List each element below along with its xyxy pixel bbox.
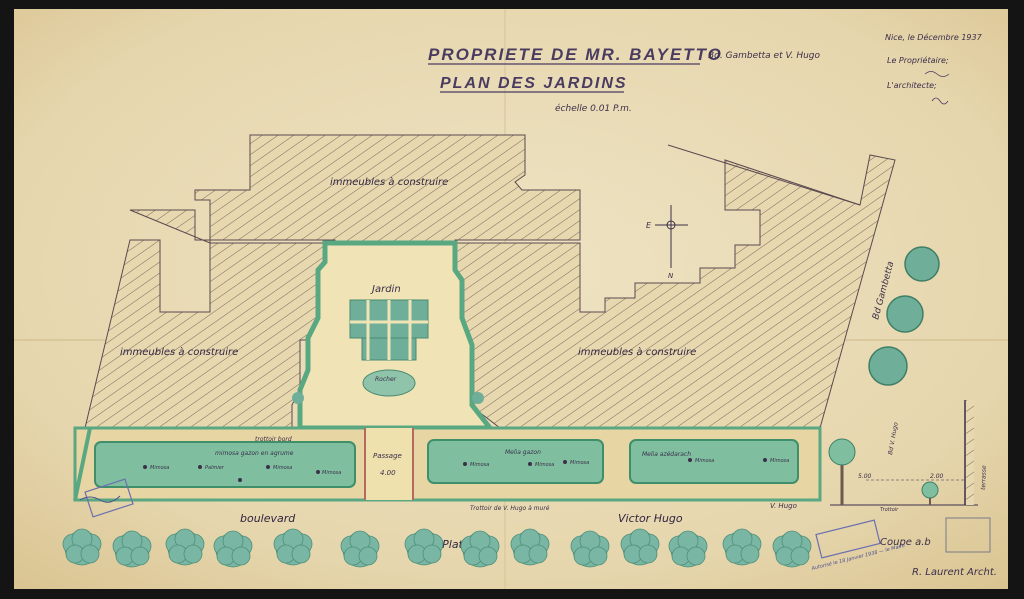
street-trees (62, 528, 812, 568)
bed-left-text: mimosa gazon en agrume (215, 450, 294, 457)
tree-platane (165, 528, 205, 566)
tree-platane (62, 528, 102, 566)
marker-label: Mimosa (695, 458, 714, 464)
label-trottoir-left: trottoir bord (255, 436, 292, 443)
tree-platane (668, 530, 708, 568)
signature-date: Nice, le Décembre 1937 (885, 32, 983, 42)
label-hugo-corner: V. Hugo (770, 502, 797, 510)
plan-scale: échelle 0.01 P.m. (555, 103, 632, 114)
tree-gambetta (868, 346, 908, 386)
approval-stamp-left (79, 478, 134, 518)
tree-platane (112, 530, 152, 568)
bed-right-markers: Mimosa Mimosa (688, 458, 789, 464)
central-parterre (349, 299, 429, 397)
signature-block: Nice, le Décembre 1937 Le Propriétaire; … (885, 32, 983, 105)
tree-platane (620, 528, 660, 566)
label-buildings-top: immeubles à construire (330, 176, 448, 188)
tree-platane (404, 528, 444, 566)
front-strip-left-edge (73, 427, 92, 501)
label-rocher: Rocher (375, 376, 397, 383)
gambetta-trees (868, 246, 940, 386)
tree-platane (213, 530, 253, 568)
tree-platane (772, 530, 812, 568)
label-buildings-right: immeubles à construire (578, 346, 696, 358)
plan-subtitle: PLAN DES JARDINS (440, 75, 628, 92)
signature-owner: Le Propriétaire; (887, 55, 949, 65)
label-passage-width: 4.00 (380, 469, 396, 477)
bed-left (94, 441, 356, 488)
section-trottoir: Trottoir (880, 507, 899, 513)
section-height-2: 2.00 (930, 473, 944, 480)
signature-architect: L'architecte; (887, 81, 937, 90)
compass-north: N (668, 272, 674, 280)
marker-label: Mimosa (150, 465, 169, 471)
architect-signature-scribble (931, 97, 949, 105)
section-height-1: 5.00 (858, 473, 872, 480)
tree-platane (460, 530, 500, 568)
compass-rose: E N (646, 205, 688, 280)
shrub-garden-right (472, 392, 484, 404)
plan-title: PROPRIETE DE MR. BAYETTO (428, 45, 723, 64)
architect-signature: R. Laurent Archt. (912, 567, 997, 578)
label-passage: Passage (373, 452, 402, 460)
label-victor-hugo: Victor Hugo (618, 512, 683, 525)
bed-middle-text: Melia gazon (505, 449, 541, 456)
plan-address: Bd. Gambetta et V. Hugo (708, 51, 821, 61)
tree-gambetta (904, 246, 940, 282)
bed-middle (427, 439, 604, 484)
bed-left-markers: Mimosa Palmier Mimosa Mimosa (143, 465, 341, 482)
marker-label: Mimosa (535, 462, 554, 468)
label-garden: Jardin (370, 284, 401, 295)
bed-right-text: Melia azédarach (642, 451, 691, 458)
title-block: PROPRIETE DE MR. BAYETTO Bd. Gambetta et… (428, 45, 821, 114)
marker-label: Palmier (205, 465, 225, 471)
label-buildings-left: immeubles à construire (120, 346, 238, 358)
marker-label: Mimosa (322, 470, 341, 476)
bed-middle-markers: Mimosa Mimosa Mimosa (463, 460, 589, 468)
tree-platane (570, 530, 610, 568)
registry-stamp (945, 517, 991, 553)
bed-right (629, 439, 799, 484)
label-trottoir-bottom: Trottoir de V. Hugo à muré (470, 505, 550, 512)
section-terrasse: terrasse (980, 465, 988, 490)
tree-platane (340, 530, 380, 568)
tree-platane (273, 528, 313, 566)
tree-platane (510, 528, 550, 566)
marker-label: Mimosa (470, 462, 489, 468)
owner-signature-scribble (924, 71, 950, 77)
tree-gambetta (886, 295, 924, 333)
compass-east: E (646, 221, 652, 230)
section-title: Coupe a.b (880, 537, 931, 548)
marker-label: Mimosa (570, 460, 589, 466)
shrub-garden-left (292, 392, 304, 404)
tree-platane (722, 528, 762, 566)
label-boulevard: boulevard (240, 512, 296, 525)
marker-label: Mimosa (770, 458, 789, 464)
passage (365, 428, 413, 500)
marker-label: Mimosa (273, 465, 292, 471)
property-line-right (667, 144, 861, 206)
